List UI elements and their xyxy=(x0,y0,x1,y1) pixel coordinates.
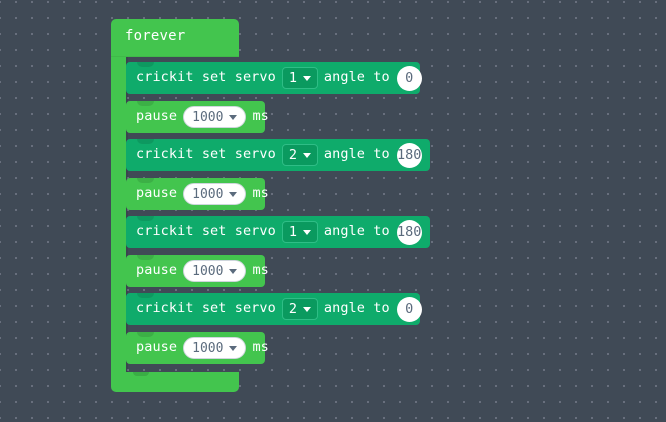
pause-duration-value: 1000 xyxy=(192,186,224,202)
servo-number-value: 1 xyxy=(288,224,297,240)
pause-block[interactable]: pause 1000 ms xyxy=(126,255,269,287)
forever-block-foot-notch-icon xyxy=(133,372,149,376)
angle-to-label: angle to xyxy=(323,69,390,86)
crickit-set-servo-block[interactable]: crickit set servo 1 angle to 180 xyxy=(126,216,430,248)
pause-duration-value: 1000 xyxy=(192,263,224,279)
block-connector-notch-icon xyxy=(137,139,154,144)
pause-unit-label: ms xyxy=(252,108,269,125)
chevron-down-icon xyxy=(229,268,238,274)
servo-number-value: 2 xyxy=(288,147,297,163)
chevron-down-icon xyxy=(302,229,311,235)
servo-angle-value: 0 xyxy=(405,70,414,86)
servo-angle-input[interactable]: 180 xyxy=(396,219,422,245)
pause-duration-dropdown[interactable]: 1000 xyxy=(183,183,247,205)
pause-block[interactable]: pause 1000 ms xyxy=(126,178,269,210)
pause-block[interactable]: pause 1000 ms xyxy=(126,332,269,364)
block-connector-notch-icon xyxy=(137,255,154,260)
angle-to-label: angle to xyxy=(323,300,390,317)
block-connector-notch-icon xyxy=(137,216,154,221)
crickit-set-servo-label: crickit set servo xyxy=(136,69,276,86)
forever-block-foot[interactable] xyxy=(111,372,239,392)
servo-number-value: 2 xyxy=(288,301,297,317)
servo-number-dropdown[interactable]: 2 xyxy=(281,298,318,320)
block-connector-notch-icon xyxy=(137,332,154,337)
pause-duration-dropdown[interactable]: 1000 xyxy=(183,337,247,359)
chevron-down-icon xyxy=(302,306,311,312)
crickit-set-servo-block[interactable]: crickit set servo 2 angle to 180 xyxy=(126,139,430,171)
pause-duration-value: 1000 xyxy=(192,340,224,356)
block-connector-notch-icon xyxy=(137,101,154,106)
pause-block-label: pause xyxy=(136,339,178,356)
pause-block-label: pause xyxy=(136,185,178,202)
pause-duration-value: 1000 xyxy=(192,109,224,125)
servo-angle-input[interactable]: 180 xyxy=(396,142,422,168)
pause-duration-dropdown[interactable]: 1000 xyxy=(183,260,247,282)
forever-block-spine xyxy=(111,57,126,372)
servo-angle-input[interactable]: 0 xyxy=(396,65,422,91)
crickit-set-servo-label: crickit set servo xyxy=(136,223,276,240)
block-connector-notch-icon xyxy=(137,178,154,183)
servo-angle-value: 0 xyxy=(405,301,414,317)
pause-unit-label: ms xyxy=(252,339,269,356)
servo-number-dropdown[interactable]: 2 xyxy=(281,144,318,166)
block-connector-notch-icon xyxy=(137,293,154,298)
chevron-down-icon xyxy=(302,152,311,158)
forever-block-label: forever xyxy=(125,28,186,44)
pause-unit-label: ms xyxy=(252,185,269,202)
pause-block[interactable]: pause 1000 ms xyxy=(126,101,269,133)
pause-duration-dropdown[interactable]: 1000 xyxy=(183,106,247,128)
pause-block-label: pause xyxy=(136,108,178,125)
chevron-down-icon xyxy=(229,114,238,120)
angle-to-label: angle to xyxy=(323,223,390,240)
block-connector-notch-icon xyxy=(137,62,154,67)
servo-angle-input[interactable]: 0 xyxy=(396,296,422,322)
pause-block-label: pause xyxy=(136,262,178,279)
servo-angle-value: 180 xyxy=(397,147,422,163)
crickit-set-servo-label: crickit set servo xyxy=(136,146,276,163)
forever-loop-block[interactable]: forever xyxy=(111,19,239,392)
forever-block-inner-shadow xyxy=(126,57,128,372)
servo-angle-value: 180 xyxy=(397,224,422,240)
servo-number-value: 1 xyxy=(288,70,297,86)
crickit-set-servo-block[interactable]: crickit set servo 2 angle to 0 xyxy=(126,293,422,325)
chevron-down-icon xyxy=(229,345,238,351)
angle-to-label: angle to xyxy=(323,146,390,163)
pause-unit-label: ms xyxy=(252,262,269,279)
chevron-down-icon xyxy=(229,191,238,197)
forever-block-header[interactable]: forever xyxy=(111,19,239,57)
servo-number-dropdown[interactable]: 1 xyxy=(281,67,318,89)
servo-number-dropdown[interactable]: 1 xyxy=(281,221,318,243)
crickit-set-servo-block[interactable]: crickit set servo 1 angle to 0 xyxy=(126,62,422,94)
crickit-set-servo-label: crickit set servo xyxy=(136,300,276,317)
chevron-down-icon xyxy=(302,75,311,81)
